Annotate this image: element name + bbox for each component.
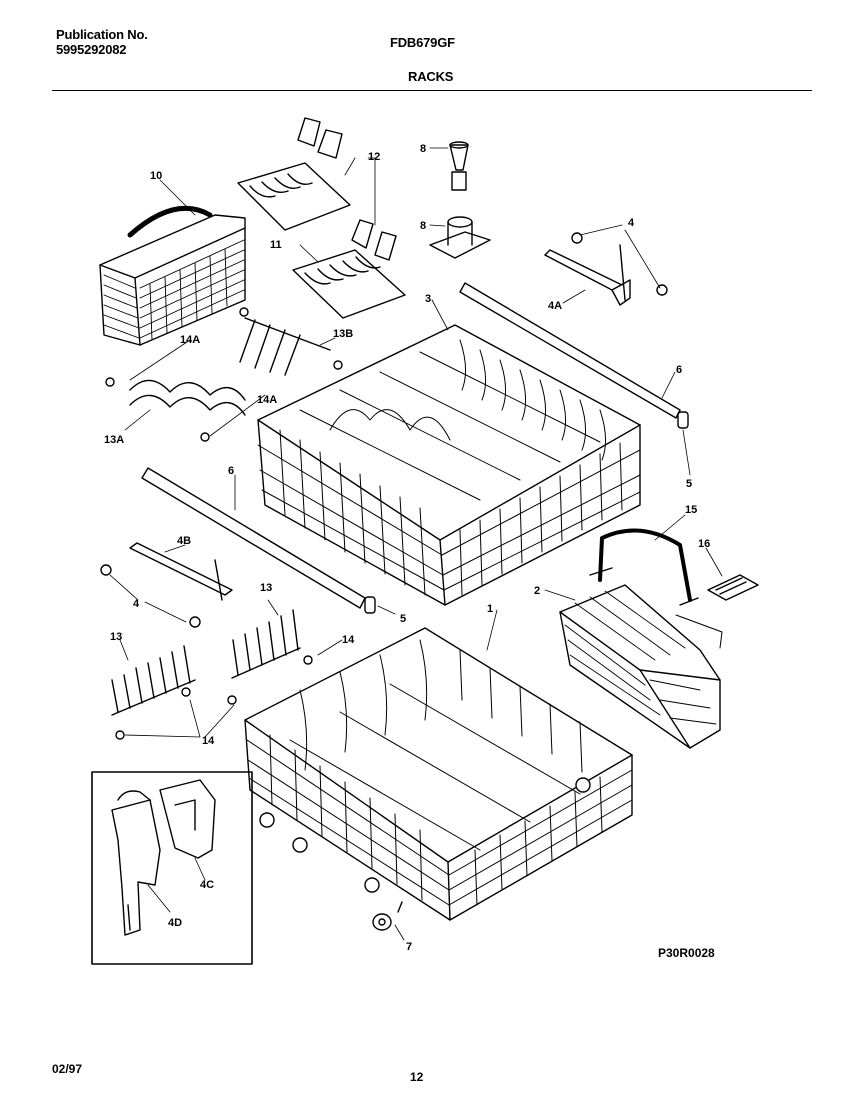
leader-lines	[109, 147, 723, 941]
basket-handle-15	[589, 528, 699, 606]
footer-page-number: 12	[410, 1070, 424, 1084]
callout-12: 12	[368, 151, 380, 163]
diagram-code: P30R0028	[658, 946, 715, 960]
footer-date: 02/97	[52, 1062, 83, 1076]
callout-14A-bottom: 14A	[257, 394, 277, 406]
studs-14	[115, 655, 313, 740]
callout-13A: 13A	[104, 434, 124, 446]
section-title: RACKS	[408, 69, 454, 84]
cutlery-basket-2	[559, 584, 721, 749]
callout-13B: 13B	[333, 328, 353, 340]
silverware-basket-10	[99, 205, 246, 346]
wheel-7	[372, 901, 403, 931]
callout-16: 16	[698, 538, 710, 550]
callout-10: 10	[150, 170, 162, 182]
callout-4-left: 4	[133, 598, 140, 610]
inset-detail-box	[91, 771, 253, 965]
callout-13-left: 13	[110, 631, 122, 643]
callout-6-upper: 6	[676, 364, 682, 376]
callout-6-lower: 6	[228, 465, 234, 477]
callout-4A: 4A	[548, 300, 562, 312]
basket-clip-leader	[675, 614, 723, 649]
callout-15: 15	[685, 504, 697, 516]
rail-6-upper	[459, 282, 681, 419]
header-rule	[52, 90, 812, 91]
publication-label: Publication No.	[56, 27, 148, 42]
clips-12	[297, 117, 397, 261]
callout-14A-top: 14A	[180, 334, 200, 346]
callout-4C: 4C	[200, 879, 214, 891]
callout-14-right: 14	[342, 634, 355, 646]
shelf-13A	[105, 377, 246, 442]
shelf-13B	[239, 307, 343, 376]
callout-7: 7	[406, 941, 412, 953]
lower-rack-1	[244, 627, 633, 921]
tines-13-right	[231, 609, 301, 679]
rail-end-cap-5-upper	[677, 411, 689, 429]
callout-3: 3	[425, 293, 431, 305]
publication-number: 5995292082	[56, 42, 127, 57]
spray-nozzle-8	[429, 141, 491, 259]
rail-end-cap-5-lower	[364, 596, 376, 614]
rail-6-lower	[141, 467, 366, 609]
callout-8-bottom: 8	[420, 220, 426, 232]
callout-5-upper: 5	[686, 478, 692, 490]
callout-5-lower: 5	[400, 613, 406, 625]
callout-4B: 4B	[177, 535, 191, 547]
callout-14-bottom: 14	[202, 735, 215, 747]
callout-4D: 4D	[168, 917, 182, 929]
clip-16	[707, 574, 759, 601]
model-number: FDB679GF	[390, 35, 455, 50]
callout-1: 1	[487, 603, 493, 615]
upper-rack-3	[257, 324, 641, 606]
callout-8-top: 8	[420, 143, 426, 155]
stop-bracket-4B	[100, 542, 233, 628]
callout-13-right: 13	[260, 582, 272, 594]
cup-shelf-11	[237, 162, 406, 319]
callout-4-top: 4	[628, 217, 635, 229]
stop-bracket-4A	[544, 232, 668, 306]
callout-2: 2	[534, 585, 540, 597]
tines-13-left	[111, 645, 196, 716]
callout-11: 11	[270, 239, 282, 251]
